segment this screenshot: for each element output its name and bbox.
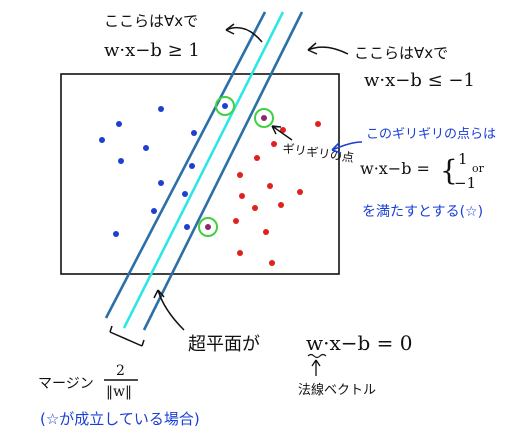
data-region-box	[60, 73, 340, 275]
normal-arrow	[311, 359, 321, 376]
margin-label: マージン	[38, 376, 94, 392]
support-vectors	[198, 96, 274, 237]
class-b-points	[233, 121, 321, 266]
point-class-a	[158, 180, 164, 186]
hyperplane-equation: w·x−b = 0	[306, 331, 413, 355]
point-class-a	[113, 231, 119, 237]
note-eq-brace: {	[440, 154, 458, 187]
point-class-a	[99, 137, 105, 143]
point-class-b	[237, 172, 243, 178]
support-vector-circle	[198, 217, 218, 237]
point-class-b	[267, 183, 273, 189]
condition-note: (☆が成立している場合)	[40, 410, 200, 428]
point-class-a	[222, 103, 228, 109]
top-right-arrow	[307, 46, 349, 55]
point-class-a	[182, 191, 188, 197]
hyperplane-line	[122, 11, 285, 329]
point-class-b	[263, 229, 269, 235]
point-class-a	[191, 130, 197, 136]
point-class-b	[237, 250, 243, 256]
point-class-a	[151, 208, 157, 214]
point-class-b	[261, 115, 267, 121]
note-eq-top: 1	[458, 150, 468, 168]
normal-vector-label: 法線ベクトル	[298, 382, 376, 398]
top-left-arrow-head	[225, 23, 235, 35]
support-vector-circle	[254, 108, 274, 128]
boundary-points-arrow	[271, 125, 293, 141]
point-class-b	[269, 260, 275, 266]
point-class-a	[118, 158, 124, 164]
note-eq-bottom: −1	[454, 174, 476, 192]
point-class-b	[233, 218, 239, 224]
point-class-a	[184, 224, 190, 230]
note-line-1: このギリギリの点らは	[366, 127, 496, 142]
boundary-points-label: ギリギリの点	[282, 141, 355, 165]
margin-fraction-denominator: ‖w‖	[106, 384, 132, 400]
point-class-b	[254, 155, 260, 161]
point-class-a	[143, 145, 149, 151]
top-left-region-label: ここらは∀xで	[104, 12, 198, 30]
margin-bracket	[109, 325, 145, 347]
hyperplane-arrow	[153, 289, 185, 331]
top-left-inequality: w·x−b ≥ 1	[104, 40, 200, 61]
note-arrow	[331, 141, 363, 154]
point-class-b	[252, 205, 258, 211]
point-class-b	[315, 121, 321, 127]
point-class-a	[158, 106, 164, 112]
margin-line-lower	[142, 11, 304, 331]
top-right-inequality: w·x−b ≤ −1	[364, 70, 475, 91]
normal-underline	[307, 353, 327, 359]
note-line-3: を満たすとする(☆)	[362, 204, 483, 220]
point-class-b	[239, 193, 245, 199]
point-class-a	[116, 121, 122, 127]
hyperplane-prefix: 超平面が	[188, 334, 260, 355]
top-left-arrow	[225, 26, 263, 43]
support-vector-circle	[215, 96, 235, 116]
note-eq-lhs: w·x−b =	[360, 159, 430, 178]
point-class-b	[205, 224, 211, 230]
class-a-points	[99, 106, 197, 237]
note-eq-or: or	[472, 162, 485, 175]
margin-fraction-numerator: 2	[116, 363, 125, 379]
point-class-a	[189, 163, 195, 169]
margin-line-upper	[104, 11, 267, 319]
point-class-b	[280, 127, 286, 133]
point-class-b	[297, 189, 303, 195]
point-class-b	[278, 202, 284, 208]
top-right-region-label: ここらは∀xで	[354, 44, 448, 62]
point-class-b	[271, 141, 277, 147]
top-right-arrow-head	[307, 42, 318, 55]
